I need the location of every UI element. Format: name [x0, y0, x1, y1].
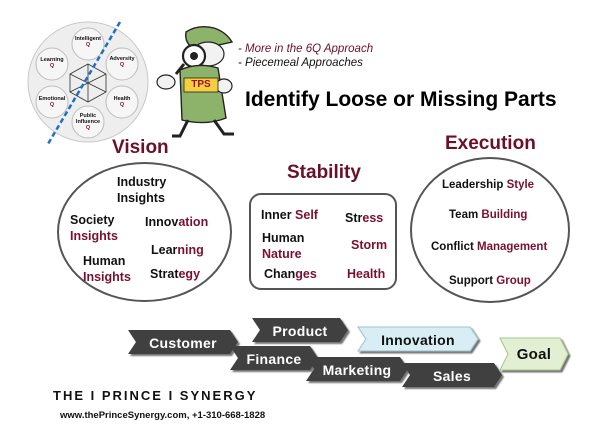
product-step: Product	[272, 323, 328, 339]
vision-strategy: Strategy	[150, 267, 201, 281]
vision-learning: Learning	[151, 243, 204, 257]
customer-step: Customer	[149, 335, 217, 351]
innovation-arrow-shape	[357, 326, 479, 352]
marketing-arrow-shape	[306, 357, 408, 381]
note-6q: - More in the 6Q Approach	[238, 43, 374, 55]
tps-label: TPS	[191, 79, 211, 90]
detective-icon	[156, 25, 234, 138]
execution-title: Execution	[445, 133, 536, 154]
finance-arrow-shape	[230, 346, 318, 370]
execution-circle	[410, 157, 570, 303]
execution-conflict-management: Conflict Management	[431, 241, 548, 253]
sales-step: Sales	[432, 368, 472, 384]
innovation-step: Innovation	[381, 332, 455, 348]
finance-step: Finance	[246, 351, 302, 367]
marketing-step: Marketing	[322, 362, 392, 378]
stability-title: Stability	[287, 162, 361, 183]
execution-support-group: Support Group	[449, 275, 531, 287]
main-title: Identify Loose or Missing Parts	[245, 88, 557, 111]
stability-changes: Changes	[264, 267, 317, 281]
stability-inner-self: Inner Self	[261, 208, 318, 222]
note-piecemeal: - Piecemeal Approaches	[238, 57, 363, 69]
vision-innovation: Innovation	[145, 215, 209, 229]
vision-circle	[57, 162, 232, 302]
stability-stress: Stress	[345, 211, 384, 225]
sixq-graphic	[27, 21, 149, 145]
stability-health: Health	[347, 267, 386, 281]
sales-arrow-shape	[402, 363, 502, 387]
vision-title: Vision	[112, 137, 169, 158]
stability-box	[249, 193, 397, 290]
goal-arrow-shape	[499, 337, 569, 371]
customer-arrow-shape	[128, 330, 238, 354]
product-arrow-shape	[252, 318, 348, 342]
goal-step: Goal	[516, 345, 552, 363]
contact-info: www.thePrinceSynergy.com, +1-310-668-182…	[60, 410, 266, 421]
stability-storm: Storm	[351, 238, 388, 252]
execution-leadership-style: Leadership Style	[442, 179, 535, 191]
brand-name: THE I PRINCE I SYNERGY	[53, 388, 258, 403]
detective-mascot: TPS	[136, 22, 240, 140]
execution-team-building: Team Building	[449, 209, 528, 221]
